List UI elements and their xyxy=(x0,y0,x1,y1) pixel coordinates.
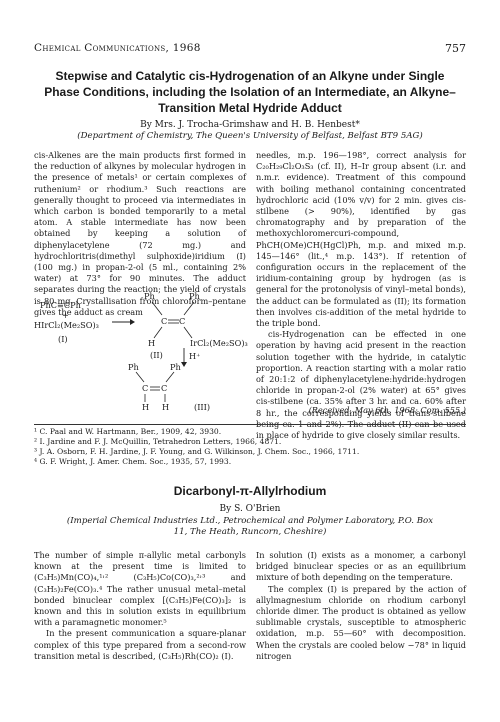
article2-left-column: The number of simple π-allylic metal car… xyxy=(34,550,246,662)
reference-list: ¹ C. Paal and W. Hartmann, Ber., 1909, 4… xyxy=(34,427,466,467)
reaction-scheme: PhC≡CPh + HIrCl₂(Me₂SO)₃ (I) Ph Ph C C H… xyxy=(34,288,248,416)
scheme-label-I: (I) xyxy=(58,334,68,344)
scheme-II-ir: IrCl₂(Me₂SO)₃ xyxy=(190,338,248,348)
article2-title: Dicarbonyl-π-Allylrhodium xyxy=(173,484,327,498)
paragraph: needles, m.p. 196—198°, correct analysis… xyxy=(256,150,466,329)
reference-item: ² I. Jardine and F. J. McQuillin, Tetrah… xyxy=(34,437,282,446)
scheme-reactant-hydride: HIrCl₂(Me₂SO)₃ xyxy=(34,320,99,330)
scheme-III-ph-right: Ph xyxy=(170,362,181,372)
article1-left-column: cis-Alkenes are the main products first … xyxy=(34,150,246,318)
scheme-III-ph-left: Ph xyxy=(128,362,139,372)
scheme-II-c-right: C xyxy=(179,316,186,326)
journal-name: Chemical Communications, 1968 xyxy=(34,42,201,54)
paragraph: cis-Hydrogenation can be effected in one… xyxy=(256,329,466,441)
paragraph: The complex (I) is prepared by the actio… xyxy=(256,583,466,661)
paragraph: cis-Alkenes are the main products first … xyxy=(34,150,246,317)
page-number: 757 xyxy=(445,42,466,55)
scheme-label-II: (II) xyxy=(150,350,163,360)
scheme-II-h: H xyxy=(148,338,156,348)
scheme-label-III: (III) xyxy=(194,402,211,412)
running-header: Chemical Communications, 1968 757 xyxy=(34,42,466,56)
reference-item: ³ J. A. Osborn, F. H. Jardine, J. F. You… xyxy=(34,447,360,456)
paragraph: The number of simple π-allylic metal car… xyxy=(34,550,246,628)
article1-title: Stepwise and Catalytic cis-Hydrogenation… xyxy=(44,69,456,115)
article1-authors: By Mrs. J. Trocha-Grimshaw and H. B. Hen… xyxy=(140,120,360,130)
paragraph: In the present communication a square-pl… xyxy=(34,628,246,661)
scheme-II-ph-right: Ph xyxy=(189,291,200,301)
scheme-III-h-right: H xyxy=(162,402,170,412)
scheme-III-h-left: H xyxy=(142,402,150,412)
article2-right-column: In solution (I) exists as a monomer, a c… xyxy=(256,550,466,662)
scheme-h-plus: H⁺ xyxy=(189,351,201,361)
received-line: (Received, May 6th, 1968; Com. 555.) xyxy=(308,405,466,415)
scheme-II-ph-left: Ph xyxy=(144,291,155,301)
footnote-rule xyxy=(34,424,466,425)
article1-affiliation: (Department of Chemistry, The Queen's Un… xyxy=(77,131,423,141)
article1-right-column: needles, m.p. 196—198°, correct analysis… xyxy=(256,150,466,441)
reference-item: ⁴ G. F. Wright, J. Amer. Chem. Soc., 193… xyxy=(34,457,232,466)
scheme-III-c-left: C xyxy=(142,383,149,393)
scheme-bonds xyxy=(112,301,195,402)
scheme-II-c-left: C xyxy=(161,316,168,326)
article2-authors: By S. O'Brien xyxy=(219,504,281,514)
scheme-reactant-alkyne: PhC≡CPh xyxy=(40,300,81,310)
scheme-plus: + xyxy=(62,310,69,320)
article2-affiliation: (Imperial Chemical Industries Ltd., Petr… xyxy=(66,516,434,537)
scheme-III-c-right: C xyxy=(161,383,168,393)
paragraph: In solution (I) exists as a monomer, a c… xyxy=(256,550,466,583)
reference-item: ¹ C. Paal and W. Hartmann, Ber., 1909, 4… xyxy=(34,427,222,436)
